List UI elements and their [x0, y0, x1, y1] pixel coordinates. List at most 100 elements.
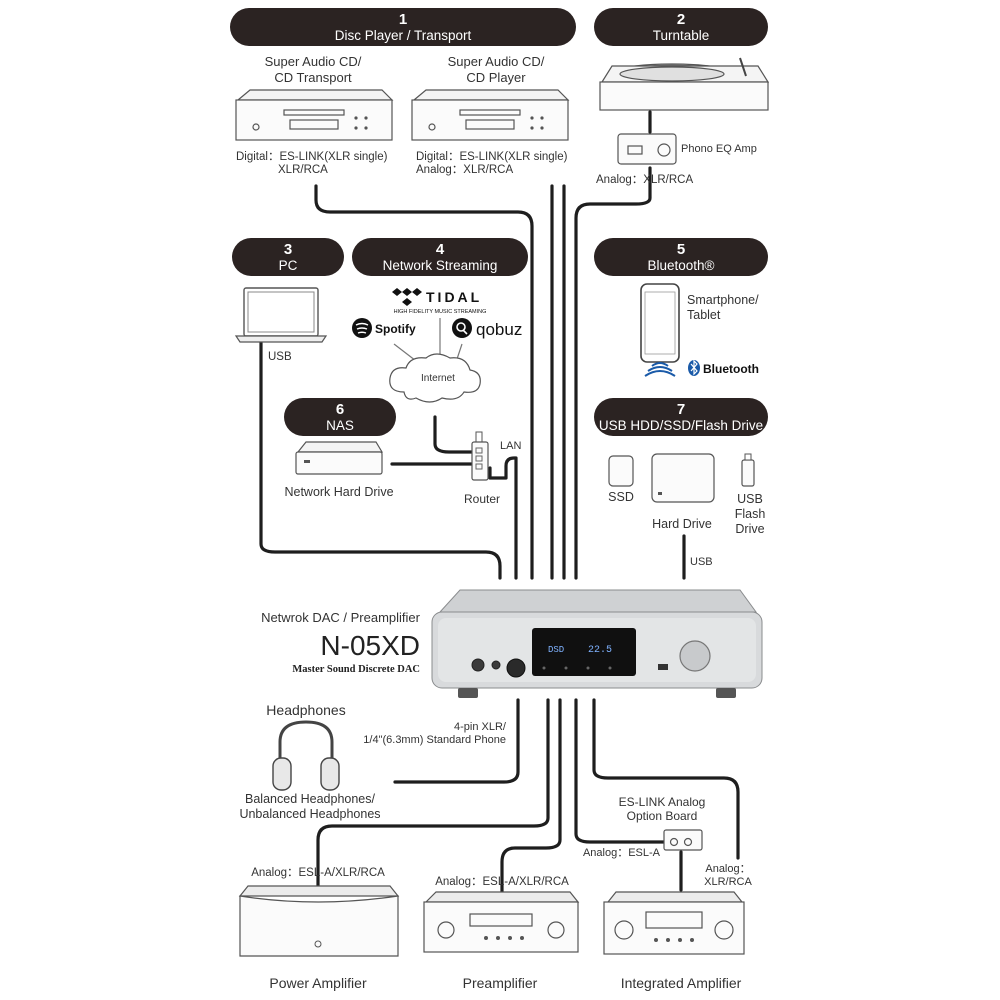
banner-label: PC — [279, 258, 298, 273]
banner-label: NAS — [326, 418, 354, 433]
banner-nas: 6 NAS — [284, 398, 396, 436]
device-title: Super Audio CD/ — [265, 54, 362, 69]
connection-label: USB — [268, 351, 292, 363]
main-unit-dac: DSD 22.5 — [431, 589, 763, 698]
es-link-board-icon — [663, 829, 703, 851]
front-display — [532, 628, 636, 676]
connection-label: USB — [690, 556, 713, 568]
disc-tray-icon — [283, 109, 345, 116]
main-unit-labels: Netwrok DAC / Preamplifier N-05XD Master… — [261, 610, 421, 675]
connection-label: Digital：ES-LINK(XLR single) — [416, 151, 568, 163]
banner-bluetooth: 5 Bluetooth® — [594, 238, 768, 276]
banner-label: Turntable — [653, 28, 710, 43]
connection-label: Analog： — [705, 863, 750, 875]
display-format: DSD — [548, 645, 564, 655]
pc-laptop: USB — [234, 287, 328, 363]
storage-label: USB — [737, 492, 763, 506]
headphones-output: Headphones 4-pin XLR/ 1/4"(6.3mm) Standa… — [239, 702, 506, 821]
unit-foot — [458, 688, 478, 698]
internet-cloud-icon — [389, 353, 481, 403]
qobuz-logo-text: qobuz — [476, 320, 522, 339]
board-title: ES-LINK Analog — [619, 795, 706, 809]
headphones-icon — [278, 720, 334, 774]
connection-label: Analog：ESL-A/XLR/RCA — [251, 867, 385, 879]
banner-pc: 3 PC — [232, 238, 344, 276]
router: Router LAN — [464, 431, 521, 506]
banner-label: Network Streaming — [383, 258, 498, 273]
connection-label: Analog：XLR/RCA — [416, 164, 513, 176]
output-desc: Unbalanced Headphones — [239, 807, 380, 821]
qobuz-icon — [452, 318, 472, 338]
device-title: Super Audio CD/ — [448, 54, 545, 69]
connection-label: Analog：ESL-A/XLR/RCA — [435, 876, 569, 888]
device-label: Smartphone/ — [687, 293, 759, 307]
device-title: CD Player — [466, 70, 526, 85]
nas-icon — [295, 451, 383, 475]
sacd-transport: Super Audio CD/ CD Transport Digital：ES-… — [235, 54, 394, 176]
banner-number: 3 — [284, 241, 292, 258]
banner-label: USB HDD/SSD/Flash Drive — [599, 418, 763, 433]
banner-label: Bluetooth® — [648, 258, 715, 273]
connection-label: 4-pin XLR/ — [454, 721, 507, 733]
banner-number: 2 — [677, 11, 685, 28]
unit-foot — [716, 688, 736, 698]
output-label: Preamplifier — [463, 975, 538, 991]
power-amplifier: Analog：ESL-A/XLR/RCA Power Amplifier — [238, 867, 400, 991]
turntable: Phono EQ Amp Analog：XLR/RCA — [596, 57, 770, 186]
power-amp-icon — [239, 895, 399, 957]
tidal-tagline: HIGH FIDELITY MUSIC STREAMING — [394, 309, 487, 315]
main-unit-tagline: Master Sound Discrete DAC — [292, 664, 420, 675]
connection-label: XLR/RCA — [278, 164, 328, 176]
connection-label: Analog：XLR/RCA — [596, 174, 693, 186]
device-label: Tablet — [687, 308, 721, 322]
tidal-icon — [392, 288, 422, 306]
spotify-logo-text: Spotify — [375, 322, 416, 336]
connection-label: 1/4"(6.3mm) Standard Phone — [363, 734, 506, 746]
disc-tray-icon — [459, 109, 521, 116]
usb-flash-icon — [741, 459, 755, 487]
banner-network-streaming: 4 Network Streaming — [352, 238, 528, 276]
device-title: CD Transport — [274, 70, 352, 85]
tidal-logo-text: TIDAL — [426, 289, 482, 305]
internet-label: Internet — [421, 373, 455, 384]
ssd-icon — [608, 455, 634, 487]
storage-label: Flash — [735, 507, 766, 521]
connection-label: LAN — [500, 440, 521, 452]
headphone-jack-xlr — [471, 658, 485, 672]
banner-number: 4 — [436, 241, 445, 258]
connection-label: Analog：ESL-A — [583, 847, 661, 859]
router-label: Router — [464, 492, 500, 506]
integrated-amplifier: ES-LINK Analog Option Board Analog：ESL-A… — [583, 795, 753, 991]
power-knob — [506, 658, 526, 678]
output-title: Headphones — [266, 702, 345, 718]
connection-wires — [259, 110, 740, 894]
usb-port-icon — [658, 664, 668, 670]
preamp-icon — [423, 901, 579, 953]
storage-label: Drive — [735, 522, 764, 536]
headphone-jack-phone — [491, 660, 501, 670]
banner-disc-player: 1 Disc Player / Transport — [230, 8, 576, 46]
banner-number: 1 — [399, 11, 407, 28]
storage-label: SSD — [608, 490, 634, 504]
bluetooth-logo-text: Bluetooth — [703, 362, 759, 376]
board-title: Option Board — [627, 809, 698, 823]
main-unit-category: Netwrok DAC / Preamplifier — [261, 610, 421, 625]
storage-label: Hard Drive — [652, 517, 712, 531]
banner-number: 6 — [336, 401, 344, 418]
preamplifier: Analog：ESL-A/XLR/RCA Preamplifier — [423, 876, 580, 991]
output-desc: Balanced Headphones/ — [245, 792, 375, 806]
main-unit-model: N-05XD — [320, 630, 420, 661]
tonearm-icon — [739, 57, 747, 77]
nas-label: Network Hard Drive — [284, 485, 393, 499]
bluetooth-source: Smartphone/ Tablet Bluetooth — [640, 283, 759, 377]
banner-usb-storage: 7 USB HDD/SSD/Flash Drive — [594, 398, 768, 436]
display-value: 22.5 — [588, 645, 612, 656]
phono-eq-label: Phono EQ Amp — [681, 143, 757, 155]
banner-number: 5 — [677, 241, 685, 258]
connection-label: XLR/RCA — [704, 876, 752, 888]
banner-number: 7 — [677, 401, 685, 418]
phono-eq-icon — [617, 133, 677, 165]
banner-turntable: 2 Turntable — [594, 8, 768, 46]
sacd-player: Super Audio CD/ CD Player Digital：ES-LIN… — [411, 54, 570, 176]
